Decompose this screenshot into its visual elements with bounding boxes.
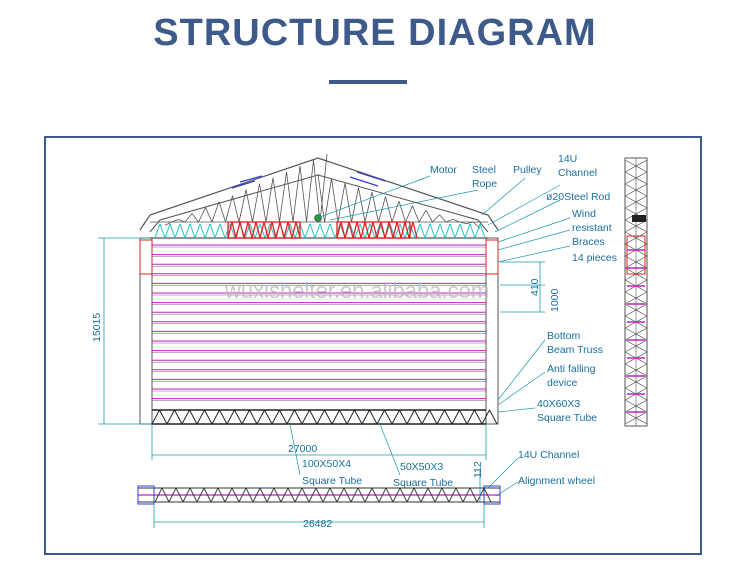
- square-tube-40-label: 40X60X3: [537, 398, 580, 410]
- width-26482-dimension: 26482: [303, 518, 332, 530]
- page-title: STRUCTURE DIAGRAM: [153, 12, 597, 54]
- motor-label: Motor: [430, 164, 457, 176]
- width-27000-dimension: 27000: [288, 443, 317, 455]
- wind-brace-label-4: 14 pieces: [572, 252, 617, 264]
- channel-label: 14U: [558, 153, 577, 165]
- steel-rope-label: Steel: [472, 164, 496, 176]
- height-dimension: 15015: [91, 313, 103, 342]
- wind-brace-label-2: resistant: [572, 222, 612, 234]
- horizontal-rails: [152, 244, 486, 401]
- bottom-truss-label: Bottom: [547, 330, 581, 342]
- watermark: wuxishelter.en.alibaba.com: [224, 278, 489, 303]
- alignment-wheel-label: Alignment wheel: [518, 475, 595, 487]
- wind-brace-label: Wind: [572, 208, 596, 220]
- square-tube-100-label-2: Square Tube: [302, 475, 362, 487]
- roof-truss: [164, 154, 481, 229]
- steel-rope-label-2: Rope: [472, 178, 497, 190]
- upper-truss: [154, 223, 486, 239]
- bottom-beam-truss: [151, 409, 498, 425]
- title-underline: [329, 80, 407, 84]
- anti-falling-label-2: device: [547, 377, 578, 389]
- side-view: [624, 157, 648, 427]
- leader-lines: [289, 175, 571, 476]
- square-tube-50-label-2: Square Tube: [393, 477, 453, 489]
- steel-rod-label: ø20Steel Rod: [546, 191, 610, 203]
- plan-112-dimension: 112: [472, 461, 484, 478]
- motor-icon: [314, 214, 322, 222]
- left-column: [139, 237, 153, 425]
- right-column: [485, 237, 499, 425]
- channel-label-2: Channel: [558, 167, 597, 179]
- square-tube-50-label: 50X50X3: [400, 461, 443, 473]
- pulley-label: Pulley: [513, 164, 542, 176]
- wind-brace-label-3: Braces: [572, 236, 605, 248]
- spacing-410-dimension: 410: [529, 278, 541, 296]
- roof-brace: [231, 171, 386, 189]
- callouts: Motor Steel Rope Pulley 14U Channel ø20S…: [302, 153, 617, 489]
- square-tube-40-label-2: Square Tube: [537, 412, 597, 424]
- plan-view: [137, 457, 519, 528]
- plan-channel-label: 14U Channel: [518, 449, 579, 461]
- motor-truss: [227, 221, 418, 239]
- elevation-dimensions: [98, 237, 545, 460]
- bottom-truss-label-2: Beam Truss: [547, 344, 603, 356]
- diagram-frame: [44, 136, 702, 555]
- square-tube-100-label: 100X50X4: [302, 458, 351, 470]
- elevation-view: [139, 154, 499, 425]
- spacing-1000-dimension: 1000: [549, 288, 561, 312]
- anti-falling-label: Anti falling: [547, 363, 596, 375]
